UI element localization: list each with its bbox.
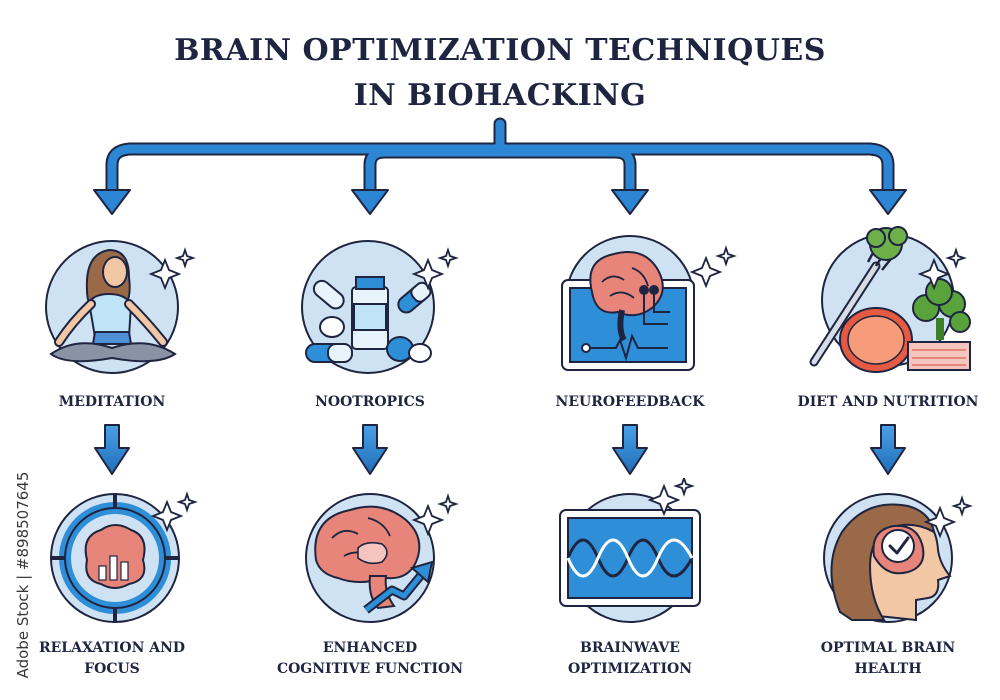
arrow-head-3 (611, 189, 649, 215)
page-title: BRAIN OPTIMIZATION TECHNIQUES IN BIOHACK… (0, 28, 1000, 118)
outcome-label-line: ENHANCED (322, 640, 418, 656)
stock-watermark: Adobe Stock | #898507645 (8, 455, 38, 695)
brain-monitor-icon (561, 235, 737, 371)
technique-label-meditation: MEDITATION (58, 394, 166, 410)
outcome-label-optimal-brain-health: OPTIMAL BRAIN HEALTH (788, 638, 988, 680)
outcome-label-line: BRAINWAVE (580, 640, 680, 656)
meditation-person-icon (45, 240, 196, 374)
brain-growth-arrow-icon (305, 493, 459, 623)
arrow-head-4 (869, 189, 907, 215)
technique-label-nootropics: NOOTROPICS (315, 394, 425, 410)
outcome-label-line: RELAXATION AND (38, 640, 186, 656)
watermark-text: Adobe Stock | #898507645 (14, 471, 32, 679)
outcome-label-line: COGNITIVE FUNCTION (276, 661, 464, 677)
outcome-label-line: OPTIMIZATION (567, 661, 692, 677)
head-checkmark-icon (823, 493, 973, 623)
arrow-head-2 (351, 189, 389, 215)
outcome-label-line: HEALTH (854, 661, 922, 677)
technique-label-diet-and-nutrition: DIET AND NUTRITION (797, 394, 979, 410)
outcome-label-line: FOCUS (84, 661, 140, 677)
technique-label-neurofeedback: NEUROFEEDBACK (555, 394, 705, 410)
outcome-label-enhanced-cognitive-function: ENHANCED COGNITIVE FUNCTION (270, 638, 470, 680)
outcome-label-line: OPTIMAL BRAIN (820, 640, 956, 656)
down-arrow-1 (94, 424, 130, 475)
down-arrow-4 (870, 424, 906, 475)
brainwave-screen-icon (559, 478, 701, 623)
down-arrow-3 (612, 424, 648, 475)
outcome-label-brainwave-optimization: BRAINWAVE OPTIMIZATION (530, 638, 730, 680)
pills-and-vial-icon (301, 240, 459, 374)
outcome-label-relaxation-and-focus: RELAXATION AND FOCUS (12, 638, 212, 680)
title-line-2: IN BIOHACKING (353, 78, 647, 113)
brain-target-icon (50, 491, 198, 623)
title-line-1: BRAIN OPTIMIZATION TECHNIQUES (174, 33, 826, 68)
healthy-food-icon (809, 226, 971, 373)
down-arrow-2 (352, 424, 388, 475)
arrow-head-1 (93, 189, 131, 215)
